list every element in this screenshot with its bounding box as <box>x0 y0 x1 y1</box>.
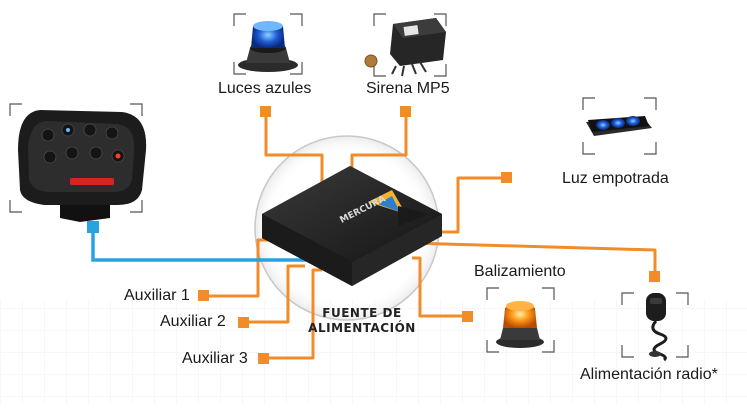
terminal-alimentacion-radio <box>649 271 660 282</box>
background-grid <box>0 300 747 404</box>
hub-label-line1: FUENTE DE <box>322 306 402 320</box>
label-auxiliar-1: Auxiliar 1 <box>124 287 190 304</box>
label-auxiliar-2: Auxiliar 2 <box>160 313 226 330</box>
orange-wires <box>206 112 657 360</box>
amber-beacon-image <box>496 301 544 348</box>
frame-luz-empotrada <box>582 97 657 155</box>
label-luz-empotrada: Luz empotrada <box>562 170 669 187</box>
label-auxiliar-3: Auxiliar 3 <box>182 350 248 367</box>
label-sirena: Sirena MP5 <box>366 80 450 97</box>
frame-alimentacion-radio <box>621 292 689 358</box>
wire-balizamiento <box>412 256 466 318</box>
frame-control-panel <box>9 103 143 213</box>
terminal-auxiliar-1 <box>198 290 209 301</box>
radio-microphone-image <box>646 293 668 362</box>
power-supply-box <box>262 166 442 286</box>
wire-auxiliar-2 <box>244 264 305 324</box>
frame-sirena <box>373 13 447 77</box>
terminal-auxiliar-3 <box>258 353 269 364</box>
image-frames <box>9 13 689 358</box>
frame-balizamiento <box>486 287 555 353</box>
terminal-sirena <box>400 106 411 117</box>
label-luces-azules: Luces azules <box>218 80 312 97</box>
label-alimentacion-radio: Alimentación radio* <box>580 366 718 383</box>
wire-auxiliar-3 <box>264 268 322 360</box>
frame-luces-azules <box>233 13 303 75</box>
terminal-luces-azules <box>260 106 271 117</box>
wire-control-panel <box>91 228 330 262</box>
terminal-luz-empotrada <box>501 172 512 183</box>
wire-alimentacion-radio <box>409 241 657 275</box>
terminal-auxiliar-2 <box>238 317 249 328</box>
label-balizamiento: Balizamiento <box>474 263 566 280</box>
blue-beacon-image <box>238 21 298 72</box>
terminal-balizamiento <box>462 311 473 322</box>
hub-label-line2: ALIMENTACIÓN <box>308 321 416 335</box>
terminal-control-panel <box>87 221 99 233</box>
wire-terminals <box>198 106 660 364</box>
hub-label: FUENTE DE ALIMENTACIÓN <box>302 306 422 336</box>
wire-luz-empotrada <box>442 176 505 234</box>
control-panel-image <box>18 110 147 222</box>
wire-luces-azules <box>264 112 324 182</box>
siren-mp5-image <box>364 18 446 77</box>
recessed-light-image <box>586 116 652 136</box>
